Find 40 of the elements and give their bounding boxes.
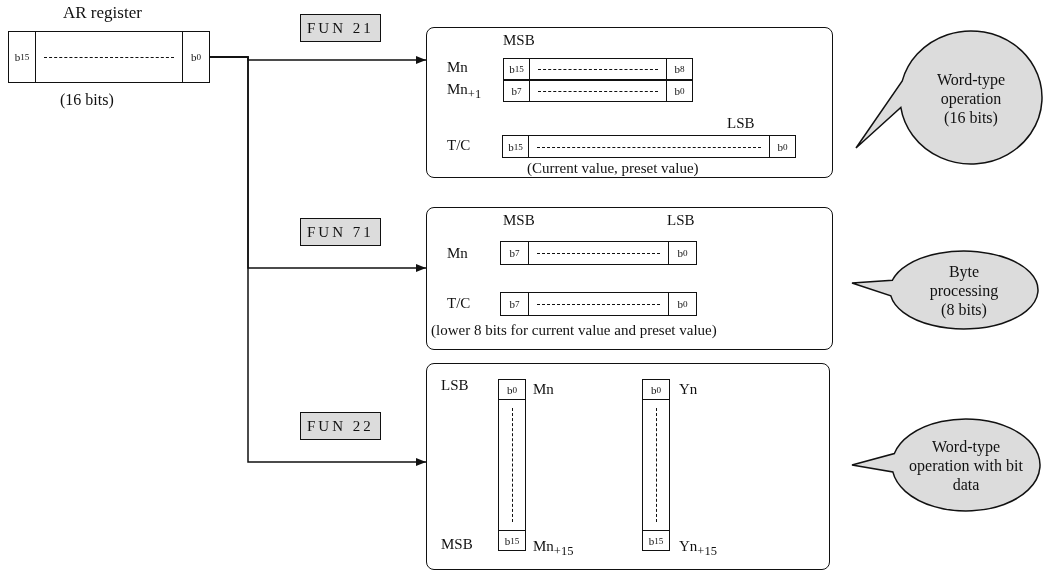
lsb-label: LSB — [441, 376, 469, 394]
edge-label: FUN 71 — [300, 218, 381, 246]
register-box — [500, 241, 697, 265]
msb-label: MSB — [503, 31, 535, 49]
lsb-label: LSB — [667, 211, 695, 229]
bubble-text: Word-type operation (16 bits) — [936, 69, 1006, 126]
register-name: Mn — [533, 380, 554, 398]
size-note: (16 bits) — [60, 91, 114, 109]
register-box — [502, 135, 796, 158]
msb-label: MSB — [503, 211, 535, 229]
bubble-text: Byte processing (8 bits) — [928, 261, 1000, 319]
register-name: T/C — [447, 294, 471, 312]
caption-text: (Current value, preset value) — [527, 159, 699, 177]
register-name: Mn$_{+15}$ — [533, 537, 574, 560]
edge-label: FUN 22 — [300, 412, 381, 440]
speech-bubble — [850, 418, 1042, 512]
register-name: T/C — [447, 136, 471, 154]
register-box — [500, 292, 697, 316]
arrow — [209, 56, 427, 466]
register-title: AR register — [63, 4, 142, 22]
register-name: Mn$_{+1}$ — [447, 80, 482, 103]
panel-box — [426, 363, 830, 570]
panel-box — [426, 207, 833, 350]
lsb-label: LSB — [727, 114, 755, 132]
speech-bubble — [850, 250, 1040, 330]
register-box — [642, 379, 670, 551]
register-box — [503, 58, 693, 80]
register-name: Yn$_{+15}$ — [679, 537, 717, 560]
panel-box — [426, 27, 833, 178]
register-name: Yn — [679, 380, 698, 398]
edge-label: FUN 21 — [300, 14, 381, 42]
register-box — [8, 31, 210, 83]
register-name: Mn — [447, 244, 468, 262]
register-box — [503, 80, 693, 102]
bubble-text: Word-type operation with bit data — [908, 436, 1024, 494]
register-name: Mn — [447, 58, 468, 76]
register-box — [498, 379, 526, 551]
caption-text: (lower 8 bits for current value and preset value) — [431, 321, 717, 339]
speech-bubble — [852, 30, 1044, 165]
msb-label: MSB — [441, 535, 473, 553]
